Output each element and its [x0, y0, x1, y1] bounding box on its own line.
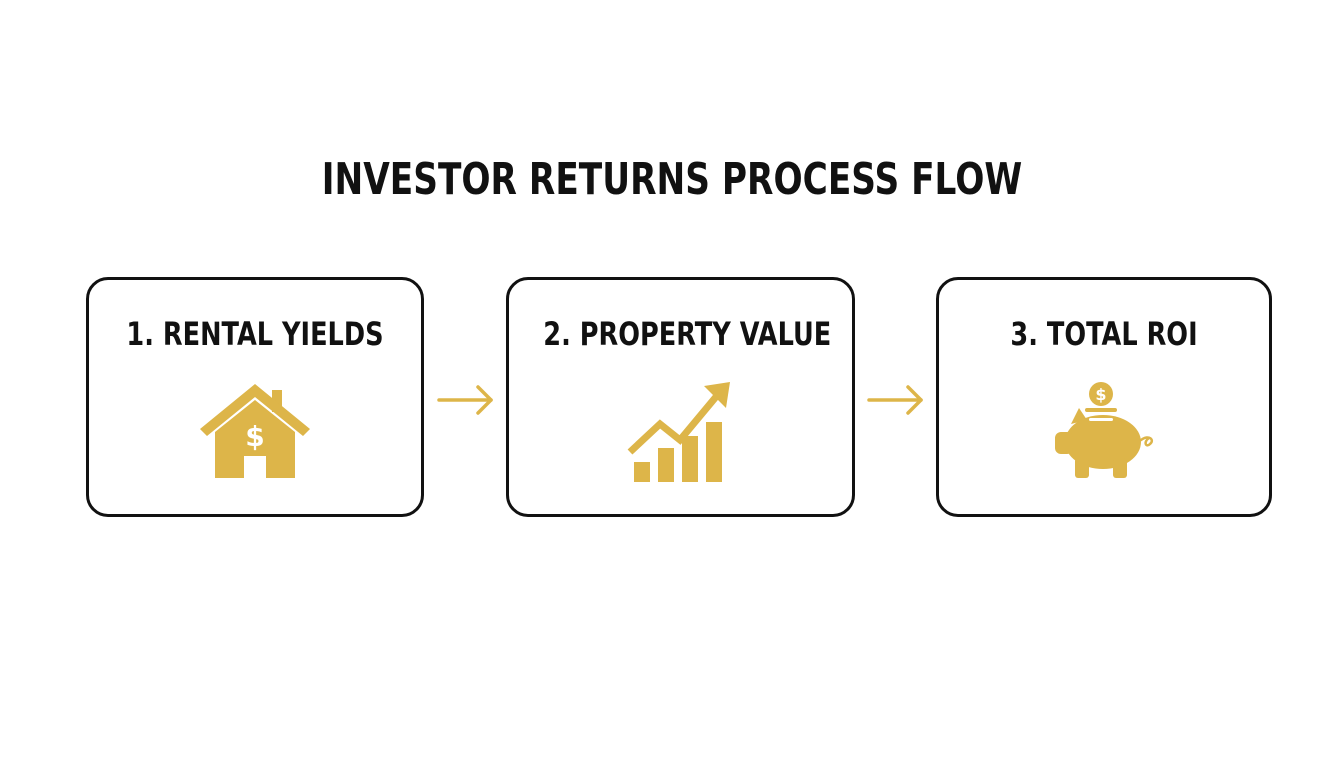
- step-label: 1. RENTAL YIELDS: [126, 315, 384, 353]
- piggy-bank-icon: $: [1055, 382, 1154, 478]
- step-label: 3. TOTAL ROI: [1010, 315, 1198, 353]
- arrow-right-icon: [437, 385, 493, 415]
- step-card-rental-yields: 1. RENTAL YIELDS $: [86, 277, 424, 517]
- house-dollar-icon: $: [200, 384, 310, 478]
- arrow-right-icon: [867, 385, 923, 415]
- step-label: 2. PROPERTY VALUE: [543, 315, 832, 353]
- step-card-total-roi: 3. TOTAL ROI $: [936, 277, 1272, 517]
- growth-chart-icon: [627, 382, 730, 482]
- svg-text:$: $: [1095, 385, 1106, 404]
- svg-text:$: $: [245, 420, 264, 453]
- step-card-property-value: 2. PROPERTY VALUE: [506, 277, 855, 517]
- diagram-title: INVESTOR RETURNS PROCESS FLOW: [321, 154, 1023, 205]
